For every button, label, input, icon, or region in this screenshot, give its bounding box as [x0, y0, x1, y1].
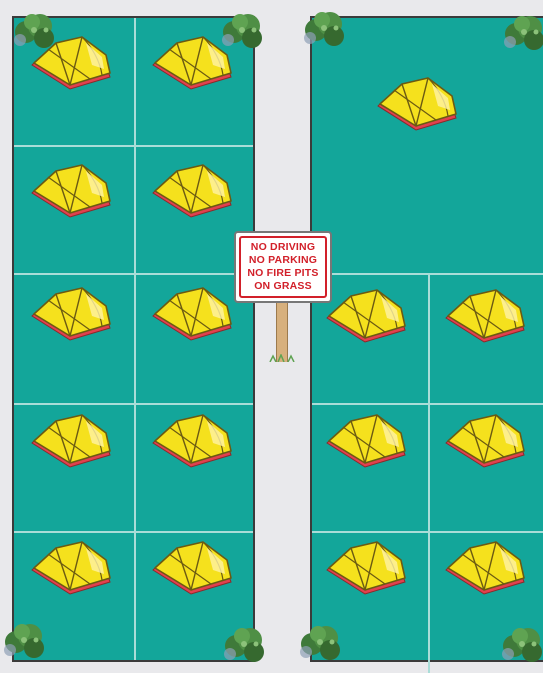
bush-icon [222, 624, 268, 664]
site-divider [14, 145, 253, 147]
bush-icon [500, 624, 543, 664]
tent-icon[interactable] [151, 286, 235, 346]
sign-line-no-parking: NO PARKING [249, 254, 317, 267]
tent-icon[interactable] [151, 163, 235, 223]
bush-icon [2, 620, 48, 660]
site-divider [14, 403, 253, 405]
rules-sign: NO DRIVING NO PARKING NO FIRE PITS ON GR… [234, 231, 332, 303]
site-divider [14, 531, 253, 533]
sign-border: NO DRIVING NO PARKING NO FIRE PITS ON GR… [239, 236, 327, 298]
tent-icon[interactable] [376, 76, 460, 136]
tent-icon[interactable] [151, 413, 235, 473]
sign-line-no-fire-pits: NO FIRE PITS [247, 267, 318, 280]
bush-icon [298, 622, 344, 662]
site-divider [134, 18, 136, 660]
tent-icon[interactable] [325, 413, 409, 473]
sign-post [276, 302, 288, 362]
tent-icon[interactable] [325, 540, 409, 600]
tent-icon[interactable] [151, 540, 235, 600]
tent-icon[interactable] [325, 288, 409, 348]
sign-line-no-driving: NO DRIVING [251, 241, 315, 254]
tent-icon[interactable] [30, 413, 114, 473]
bush-icon [302, 8, 348, 48]
tent-icon[interactable] [151, 35, 235, 95]
site-divider [312, 403, 543, 405]
tent-icon[interactable] [444, 413, 528, 473]
tent-icon[interactable] [444, 540, 528, 600]
tent-icon[interactable] [30, 163, 114, 223]
grass-tuft-icon [268, 354, 298, 362]
tent-icon[interactable] [444, 288, 528, 348]
sign-line-on-grass: ON GRASS [254, 280, 312, 293]
bush-icon [502, 12, 543, 52]
site-divider [312, 531, 543, 533]
tent-icon[interactable] [30, 35, 114, 95]
tent-icon[interactable] [30, 286, 114, 346]
site-divider [428, 273, 430, 673]
tent-icon[interactable] [30, 540, 114, 600]
site-divider [14, 273, 253, 275]
